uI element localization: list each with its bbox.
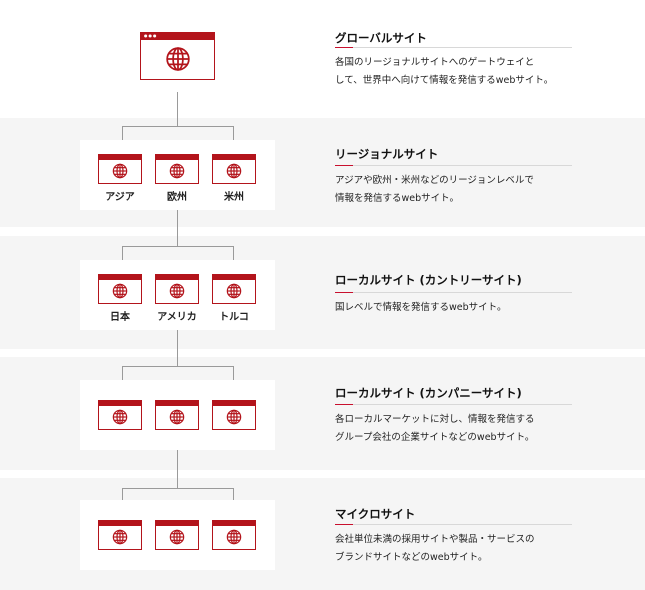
site-label: アジア [105, 192, 135, 203]
tier-description-micro: 会社単位未満の採用サイトや製品・サービスのブランドサイトなどのwebサイト。 [335, 534, 535, 563]
connector-line [233, 126, 234, 144]
connector-line [122, 366, 234, 367]
browser-window-globe-icon [212, 154, 256, 184]
connector-line [233, 366, 234, 384]
globe-icon [169, 409, 185, 425]
globe-icon [112, 529, 128, 545]
browser-window-globe-icon [98, 274, 142, 304]
title-underline [335, 524, 572, 525]
site-label: 日本 [110, 312, 130, 323]
tier-description-global: 各国のリージョナルサイトへのゲートウェイとして、世界中へ向けて情報を発信するwe… [335, 57, 554, 86]
globe-icon [169, 529, 185, 545]
connector-line [122, 126, 234, 127]
browser-window-globe-icon [98, 400, 142, 430]
connector-line [122, 126, 123, 144]
connector-line [177, 92, 178, 126]
globe-icon [112, 409, 128, 425]
globe-icon [226, 409, 242, 425]
browser-window-globe-icon [155, 154, 199, 184]
globe-icon [226, 283, 242, 299]
title-underline [335, 292, 572, 293]
globe-icon [169, 283, 185, 299]
site-label: 欧州 [167, 192, 187, 203]
site-label: アメリカ [157, 312, 197, 323]
tier-title-global: グローバルサイト [335, 31, 427, 45]
globe-icon [165, 47, 190, 71]
tier-description-company: 各ローカルマーケットに対し、情報を発信するグループ会社の企業サイトなどのwebサ… [335, 414, 535, 443]
site-label: トルコ [219, 312, 249, 323]
connector-line [122, 246, 123, 264]
title-underline [335, 47, 572, 48]
browser-window-globe-icon [212, 520, 256, 550]
tier-description-country: 国レベルで情報を発信するwebサイト。 [335, 302, 507, 313]
connector-line [177, 330, 178, 366]
tier-description-regional: アジアや欧州・米州などのリージョンレベルで情報を発信するwebサイト。 [335, 175, 534, 204]
tier-title-regional: リージョナルサイト [335, 147, 439, 161]
tier-title-country: ローカルサイト (カントリーサイト) [335, 273, 522, 287]
browser-window-globe-icon [155, 400, 199, 430]
browser-window-globe-icon [98, 154, 142, 184]
browser-window-globe-icon [212, 274, 256, 304]
browser-window-globe-icon [212, 400, 256, 430]
browser-window-globe-icon [155, 274, 199, 304]
connector-line [122, 246, 234, 247]
title-underline [335, 404, 572, 405]
connector-line [122, 488, 234, 489]
title-underline [335, 165, 572, 166]
browser-window-globe-icon: ●●● [140, 32, 215, 80]
tier-title-company: ローカルサイト (カンパニーサイト) [335, 386, 522, 400]
browser-window-globe-icon [155, 520, 199, 550]
globe-icon [226, 163, 242, 179]
globe-icon [169, 163, 185, 179]
globe-icon [112, 283, 128, 299]
globe-icon [112, 163, 128, 179]
connector-line [122, 488, 123, 506]
globe-icon [226, 529, 242, 545]
site-label: 米州 [224, 192, 244, 203]
connector-line [233, 488, 234, 506]
connector-line [122, 366, 123, 384]
connector-line [233, 246, 234, 264]
tier-title-micro: マイクロサイト [335, 507, 416, 521]
connector-line [177, 210, 178, 246]
browser-window-globe-icon [98, 520, 142, 550]
connector-line [177, 450, 178, 488]
